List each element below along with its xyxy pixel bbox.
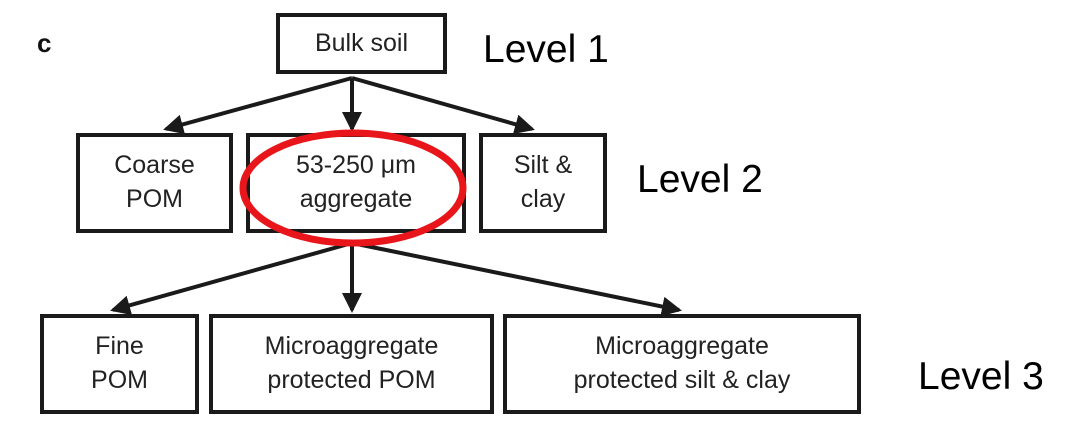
node-microaggregate-protected-silt-clay: Microaggregate protected silt & clay bbox=[503, 314, 861, 414]
highlight-circle bbox=[239, 129, 467, 247]
level-1-label: Level 1 bbox=[483, 28, 609, 71]
node-silt-clay-line-1: Silt & bbox=[513, 151, 573, 180]
node-micro-silt-clay-line-2: protected silt & clay bbox=[573, 366, 791, 394]
node-micro-pom-line-1: Microaggregate bbox=[264, 332, 439, 361]
node-silt-clay-line-2: clay bbox=[520, 185, 566, 213]
edge-bulk-to-silt bbox=[351, 76, 535, 134]
edge-bulk-to-coarse bbox=[163, 76, 353, 135]
node-fine-pom: Fine POM bbox=[40, 314, 199, 414]
edge-aggregate-to-micro-silt-clay bbox=[351, 241, 682, 317]
node-coarse-pom: Coarse POM bbox=[76, 133, 233, 233]
node-microaggregate-protected-pom: Microaggregate protected POM bbox=[209, 314, 494, 414]
panel-label: c bbox=[37, 28, 52, 58]
node-silt-clay: Silt & clay bbox=[479, 133, 607, 233]
node-fine-pom-line-1: Fine bbox=[95, 332, 144, 361]
node-coarse-pom-line-1: Coarse bbox=[114, 151, 195, 180]
node-micro-silt-clay-line-1: Microaggregate bbox=[595, 332, 769, 361]
level-3-label: Level 3 bbox=[918, 355, 1044, 398]
level-2-label: Level 2 bbox=[637, 158, 763, 201]
node-aggregate-line-2: aggregate bbox=[299, 185, 413, 213]
node-micro-pom-line-2: protected POM bbox=[267, 366, 436, 394]
node-coarse-pom-line-2: POM bbox=[126, 185, 183, 213]
node-fine-pom-line-2: POM bbox=[91, 366, 148, 394]
node-aggregate-line-1: 53-250 μm bbox=[295, 151, 417, 180]
edge-aggregate-to-fine bbox=[110, 241, 353, 316]
node-bulk-soil: Bulk soil bbox=[276, 13, 447, 74]
node-bulk-soil-line-1: Bulk soil bbox=[314, 28, 409, 57]
